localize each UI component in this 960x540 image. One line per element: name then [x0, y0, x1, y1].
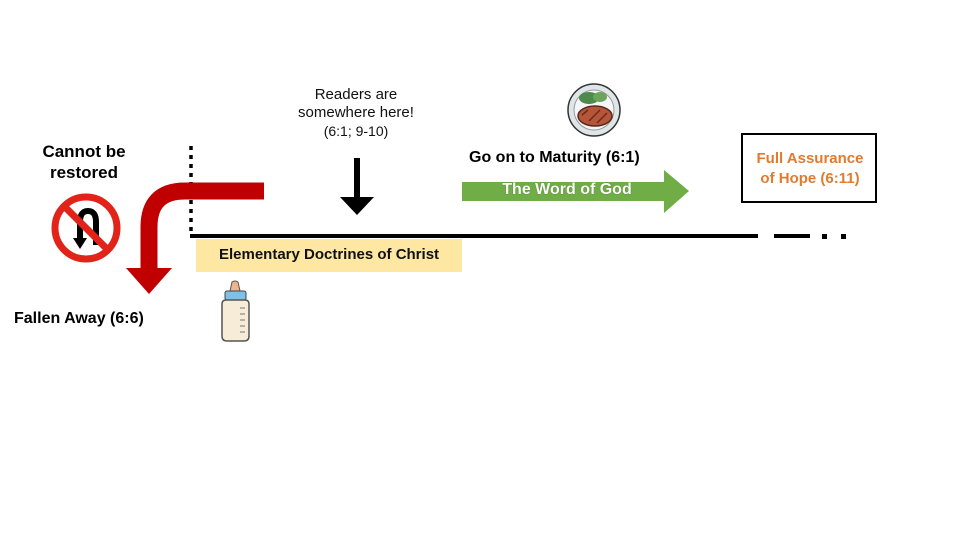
- readers-note-line1: Readers are: [314, 86, 398, 103]
- maturity-label: Go on to Maturity (6:1): [469, 149, 640, 166]
- down-arrow-icon: [340, 158, 374, 215]
- baby-bottle-icon: [221, 280, 250, 342]
- fallen-away-label: Fallen Away (6:6): [14, 310, 144, 327]
- cannot-restored-label: Cannot be restored: [42, 142, 126, 182]
- readers-note-line2: somewhere here!: [298, 104, 414, 121]
- word-of-god-arrow: [462, 170, 689, 213]
- hope-label-line2: of Hope (6:11): [760, 170, 860, 187]
- elementary-doctrines-box: [196, 239, 462, 272]
- timeline-dot: [841, 234, 846, 239]
- fall-arrow-shaft: [140, 182, 264, 268]
- no-u-turn-sign-icon: [51, 193, 121, 263]
- word-of-god-label: The Word of God: [502, 181, 632, 198]
- fall-arrow-head: [126, 268, 172, 294]
- readers-note-ref: (6:1; 9-10): [323, 123, 389, 139]
- timeline-dot: [822, 234, 827, 239]
- elementary-doctrines-label: Elementary Doctrines of Christ: [218, 246, 440, 263]
- hope-label: Full Assurance of Hope (6:11): [741, 149, 879, 189]
- hope-label-line1: Full Assurance: [756, 150, 864, 167]
- hope-box: [741, 133, 877, 203]
- steak-plate-icon: [567, 83, 621, 137]
- readers-note: Readers are somewhere here! (6:1; 9-10): [276, 86, 436, 140]
